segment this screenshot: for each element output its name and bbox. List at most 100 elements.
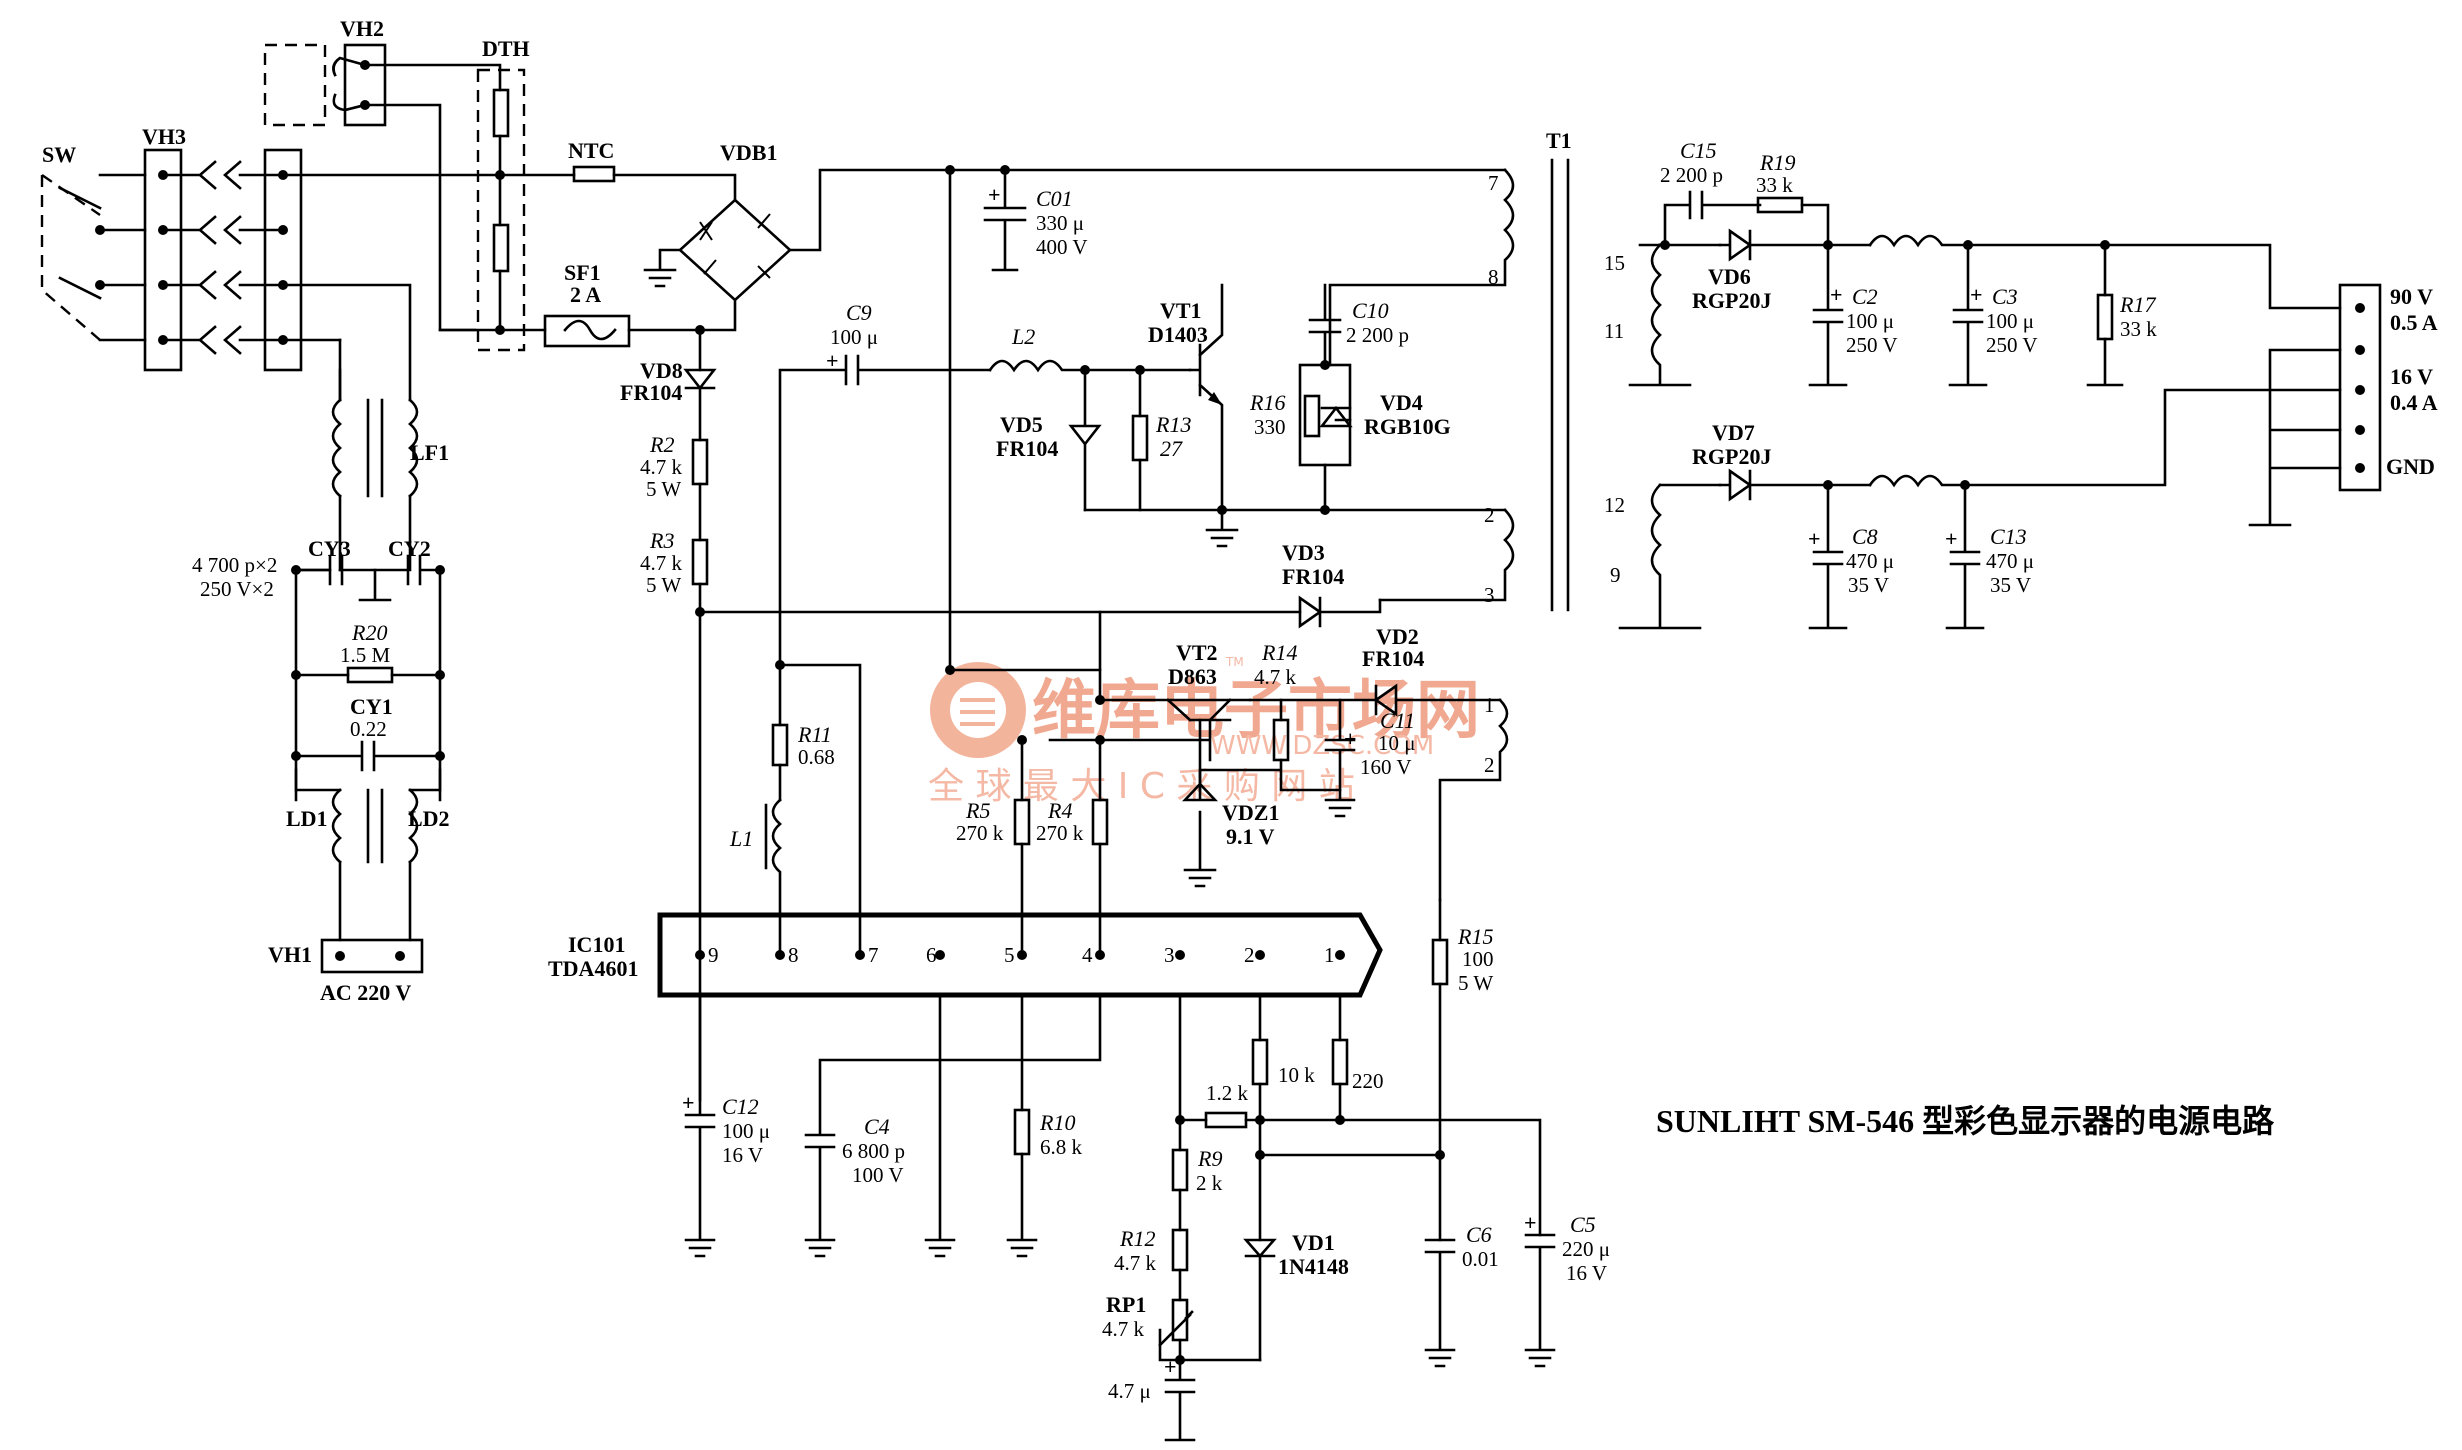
l2-label: L2 (1011, 324, 1035, 349)
r5-label: R5 (965, 798, 990, 823)
c2-plus: + (1830, 282, 1843, 307)
r10-value: 6.8 k (1040, 1135, 1083, 1159)
t1-pin8: 8 (1488, 265, 1499, 289)
r4-value: 270 k (1036, 821, 1084, 845)
r11-label: R11 (797, 722, 832, 747)
sf1-value: 2 A (570, 282, 601, 307)
c8-value: 470 μ (1846, 549, 1894, 573)
t1-pin15: 15 (1604, 251, 1625, 275)
sf1-label: SF1 (564, 260, 601, 285)
vd3-value: FR104 (1282, 564, 1344, 589)
ac-label: AC 220 V (320, 980, 411, 1005)
vt1-label: VT1 (1160, 298, 1202, 323)
watermark-tm: TM (1225, 655, 1244, 669)
c15-label: C15 (1680, 138, 1717, 163)
t1-pin9: 9 (1610, 563, 1621, 587)
c11-label: C11 (1380, 708, 1415, 733)
r2-watt: 5 W (646, 477, 681, 501)
t1-pin7: 7 (1488, 171, 1499, 195)
c-47-value: 4.7 μ (1108, 1379, 1151, 1403)
out2-current: 0.4 A (2390, 390, 2438, 415)
c5-label: C5 (1570, 1212, 1596, 1237)
vd2-label: VD2 (1376, 624, 1419, 649)
r16-label: R16 (1249, 390, 1285, 415)
r15-label: R15 (1457, 924, 1493, 949)
r-10k-value: 10 k (1278, 1063, 1315, 1087)
r20-value: 1.5 M (340, 643, 391, 667)
caption: SUNLIHT SM-546 型彩色显示器的电源电路 (1656, 1103, 2275, 1139)
c11-value: 10 μ (1378, 731, 1416, 755)
c8-plus: + (1808, 526, 1821, 551)
c01-value: 330 μ (1036, 211, 1084, 235)
c2-label: C2 (1852, 284, 1878, 309)
ic-pin-4: 4 (1082, 943, 1093, 967)
t1-label: T1 (1546, 128, 1572, 153)
input-section: SW VH3 VH2 DTH (40, 16, 952, 1005)
vd5-value: FR104 (996, 436, 1058, 461)
c9-value: 100 μ (830, 325, 878, 349)
rp1-label: RP1 (1106, 1292, 1146, 1317)
c6-label: C6 (1466, 1222, 1492, 1247)
r12-value: 4.7 k (1114, 1251, 1157, 1275)
r19-value: 33 k (1756, 173, 1793, 197)
c01-label: C01 (1036, 186, 1073, 211)
t1-pin11: 11 (1604, 319, 1624, 343)
vdz1-label: VDZ1 (1222, 800, 1279, 825)
vdz1-value: 9.1 V (1226, 824, 1275, 849)
r10-label: R10 (1039, 1110, 1075, 1135)
vh1-label: VH1 (268, 942, 312, 967)
ic-value: TDA4601 (548, 956, 638, 981)
vd3-label: VD3 (1282, 540, 1325, 565)
ic-pin-1: 1 (1324, 943, 1335, 967)
l1-label: L1 (729, 826, 753, 851)
r13-value: 27 (1160, 436, 1183, 461)
r3-value: 4.7 k (640, 551, 683, 575)
cy1-label: CY1 (350, 694, 393, 719)
out1-voltage: 90 V (2390, 284, 2433, 309)
c9-plus: + (826, 348, 839, 373)
watermark-title: 维库电子市场网 (1032, 674, 1480, 748)
ic-pin-9: 9 (708, 943, 719, 967)
c11-plus: + (1344, 726, 1357, 751)
cy-value-2: 250 V×2 (200, 577, 274, 601)
c10-label: C10 (1352, 298, 1389, 323)
cy1-value: 0.22 (350, 717, 387, 741)
c5-plus: + (1524, 1210, 1537, 1235)
vd5-label: VD5 (1000, 412, 1043, 437)
vd4-label: VD4 (1380, 390, 1423, 415)
r15-value: 100 (1462, 947, 1494, 971)
t1-pin1: 1 (1484, 693, 1495, 717)
ic-pin-3: 3 (1164, 943, 1175, 967)
c12-label: C12 (722, 1094, 759, 1119)
r14-value: 4.7 k (1254, 665, 1297, 689)
ic-pin-7: 7 (868, 943, 879, 967)
c2-value: 100 μ (1846, 309, 1894, 333)
vd8-value: FR104 (620, 380, 682, 405)
c4-value: 6 800 p (842, 1139, 905, 1163)
vd8-label: VD8 (640, 358, 683, 383)
ic-tda4601: IC101 TDA4601 9 8 7 6 5 4 3 2 1 (548, 912, 1383, 998)
gnd-label: GND (2386, 454, 2435, 479)
vd1-label: VD1 (1292, 1230, 1335, 1255)
r5-value: 270 k (956, 821, 1004, 845)
watermark: 维库电子市场网 全 球 最 大 I C 采 购 网 站 WWW.DZSC.COM… (928, 655, 1480, 807)
r12-label: R12 (1119, 1226, 1155, 1251)
control-section: + C12 100 μ 16 V C4 6 800 p 100 V R10 6.… (682, 898, 1610, 1442)
r19-label: R19 (1759, 150, 1795, 175)
ntc-label: NTC (568, 138, 614, 163)
out1-current: 0.5 A (2390, 310, 2438, 335)
r9-value: 2 k (1196, 1171, 1223, 1195)
vd2-value: FR104 (1362, 646, 1424, 671)
r11-value: 0.68 (798, 745, 835, 769)
c01-plus: + (988, 182, 1001, 207)
t1-pin2: 2 (1484, 503, 1495, 527)
r2-value: 4.7 k (640, 455, 683, 479)
c11-volt: 160 V (1360, 755, 1412, 779)
t1-pin2b: 2 (1484, 753, 1495, 777)
cy2-label: CY2 (388, 536, 431, 561)
c13-value: 470 μ (1986, 549, 2034, 573)
vd7-label: VD7 (1712, 420, 1755, 445)
c13-volt: 35 V (1990, 573, 2031, 597)
c13-label: C13 (1990, 524, 2027, 549)
